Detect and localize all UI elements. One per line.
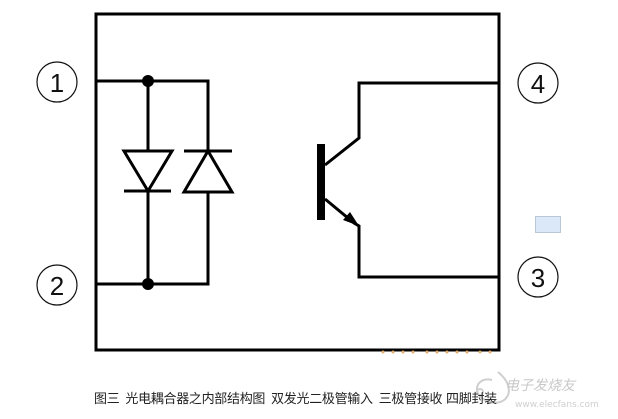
figure-caption: 图三光电耦合器之内部结构图双发光二极管输入三极管接收 四脚封装: [94, 388, 503, 407]
svg-text:1: 1: [50, 68, 64, 98]
junction-dot-bottom: [142, 278, 154, 290]
pin-2: 2: [36, 264, 78, 306]
package-outline: [94, 12, 501, 352]
selection-artifact: [535, 216, 561, 233]
caption-output: 三极管接收 四脚封装: [378, 392, 497, 407]
svg-text:2: 2: [50, 271, 64, 301]
led-down-icon: [121, 149, 175, 194]
watermark-dots: [381, 350, 492, 354]
caption-figure: 图三: [94, 392, 120, 407]
phototransistor-icon: [317, 81, 499, 279]
pin-4: 4: [517, 62, 559, 104]
watermark-logo-icon: [475, 371, 510, 404]
svg-text:4: 4: [531, 69, 545, 99]
emitter-arrow-icon: [343, 212, 359, 226]
pin-1: 1: [36, 61, 78, 103]
watermark-brand: 电子发烧友: [505, 378, 575, 394]
junction-dot-top: [142, 75, 154, 87]
caption-title: 光电耦合器之内部结构图: [125, 392, 266, 407]
watermark-url: www.elecfans.com: [515, 400, 599, 410]
svg-text:3: 3: [531, 263, 545, 293]
led-up-icon: [181, 148, 235, 194]
caption-input: 双发光二极管输入: [271, 392, 373, 407]
pin-3: 3: [517, 256, 559, 298]
